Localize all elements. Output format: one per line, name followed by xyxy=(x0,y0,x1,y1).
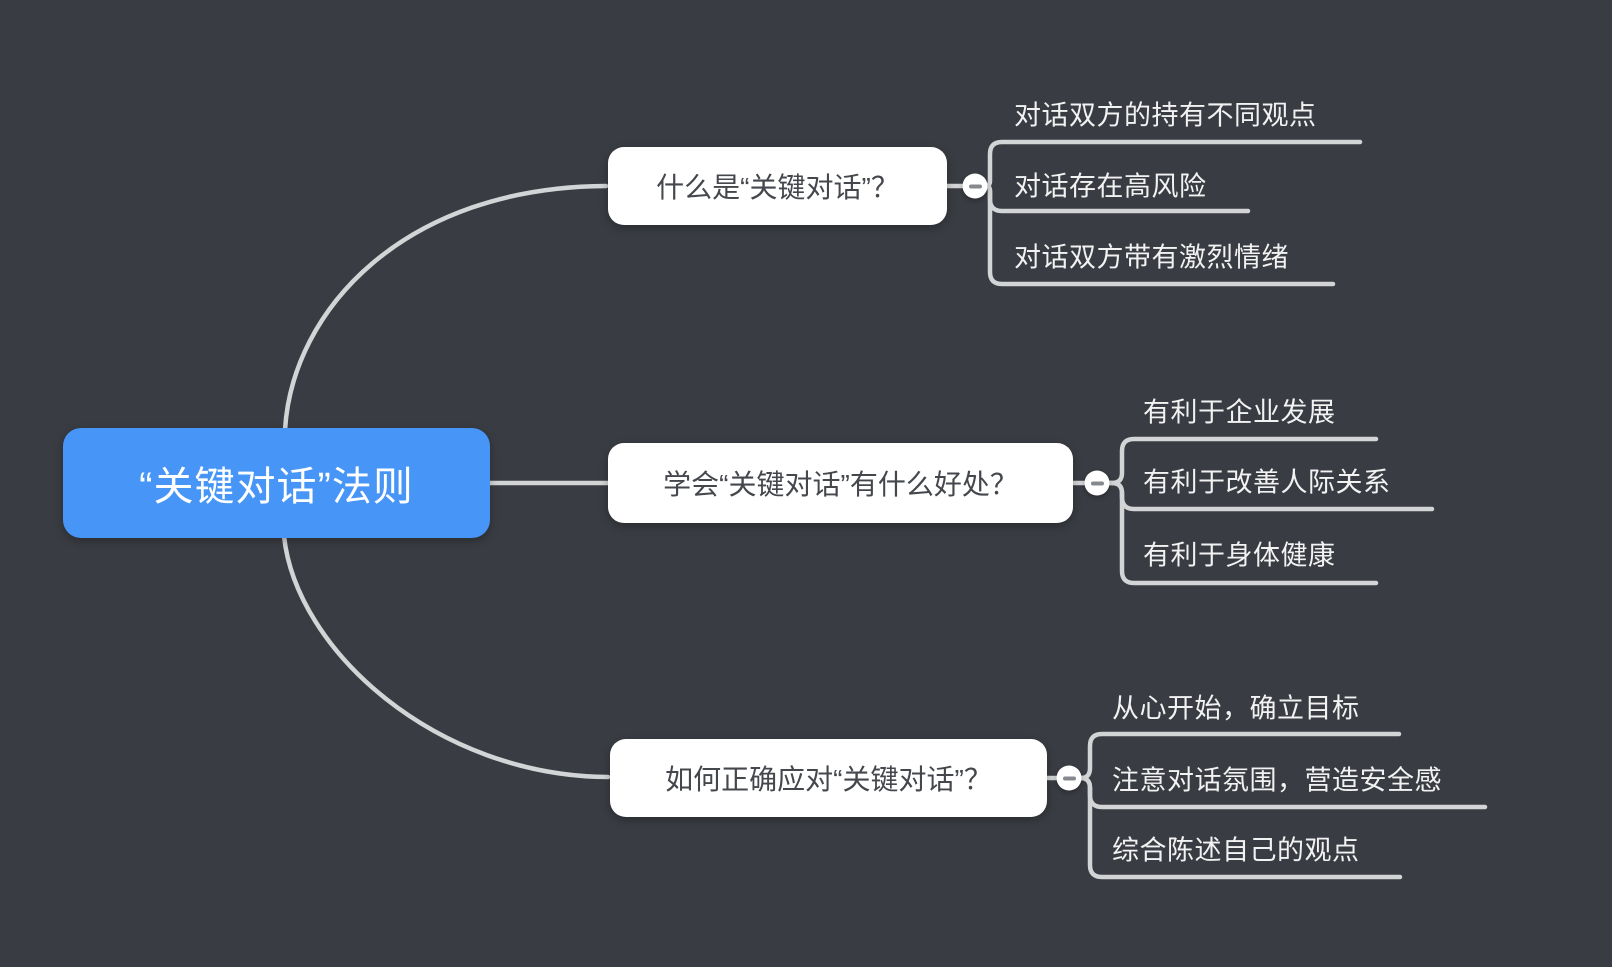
branch-1-collapse-button[interactable] xyxy=(962,173,988,199)
main-topic-2-label: 学会“关键对话”有什么好处？ xyxy=(663,469,1018,500)
sub-topic-3-2[interactable]: 注意对话氛围，营造安全感 xyxy=(1112,765,1442,796)
main-topic-3[interactable]: 如何正确应对“关键对话”？ xyxy=(610,739,1047,817)
branch-1-child-3-connector xyxy=(982,183,1336,287)
sub-topic-3-3[interactable]: 综合陈述自己的观点 xyxy=(1112,835,1360,866)
branch-2-child-3-connector xyxy=(1106,480,1379,586)
root-to-branch-3-connector xyxy=(281,533,611,780)
minus-icon xyxy=(968,184,982,188)
sub-topic-3-1[interactable]: 从心开始，确立目标 xyxy=(1112,693,1360,724)
minus-icon xyxy=(1062,776,1076,780)
main-topic-1-label: 什么是“关键对话”？ xyxy=(656,172,899,203)
branch-2-collapse-button[interactable] xyxy=(1084,470,1110,496)
branch-3-child-3-connector xyxy=(1078,775,1403,880)
root-topic[interactable]: “关键对话”法则 xyxy=(63,428,490,538)
branch-3-collapse-button[interactable] xyxy=(1056,765,1082,791)
minus-icon xyxy=(1090,481,1104,485)
sub-topic-2-2[interactable]: 有利于改善人际关系 xyxy=(1143,467,1391,498)
root-topic-label: “关键对话”法则 xyxy=(139,465,414,509)
main-topic-2[interactable]: 学会“关键对话”有什么好处？ xyxy=(608,443,1073,523)
main-topic-1[interactable]: 什么是“关键对话”？ xyxy=(608,147,947,225)
sub-topic-2-1[interactable]: 有利于企业发展 xyxy=(1143,397,1336,428)
sub-topic-1-3[interactable]: 对话双方带有激烈情绪 xyxy=(1014,242,1289,273)
sub-topic-1-1[interactable]: 对话双方的持有不同观点 xyxy=(1014,100,1317,131)
main-topic-3-label: 如何正确应对“关键对话”？ xyxy=(665,764,992,795)
root-to-branch-1-connector xyxy=(282,183,609,433)
sub-topic-1-2[interactable]: 对话存在高风险 xyxy=(1014,171,1207,202)
sub-topic-2-3[interactable]: 有利于身体健康 xyxy=(1143,540,1336,571)
